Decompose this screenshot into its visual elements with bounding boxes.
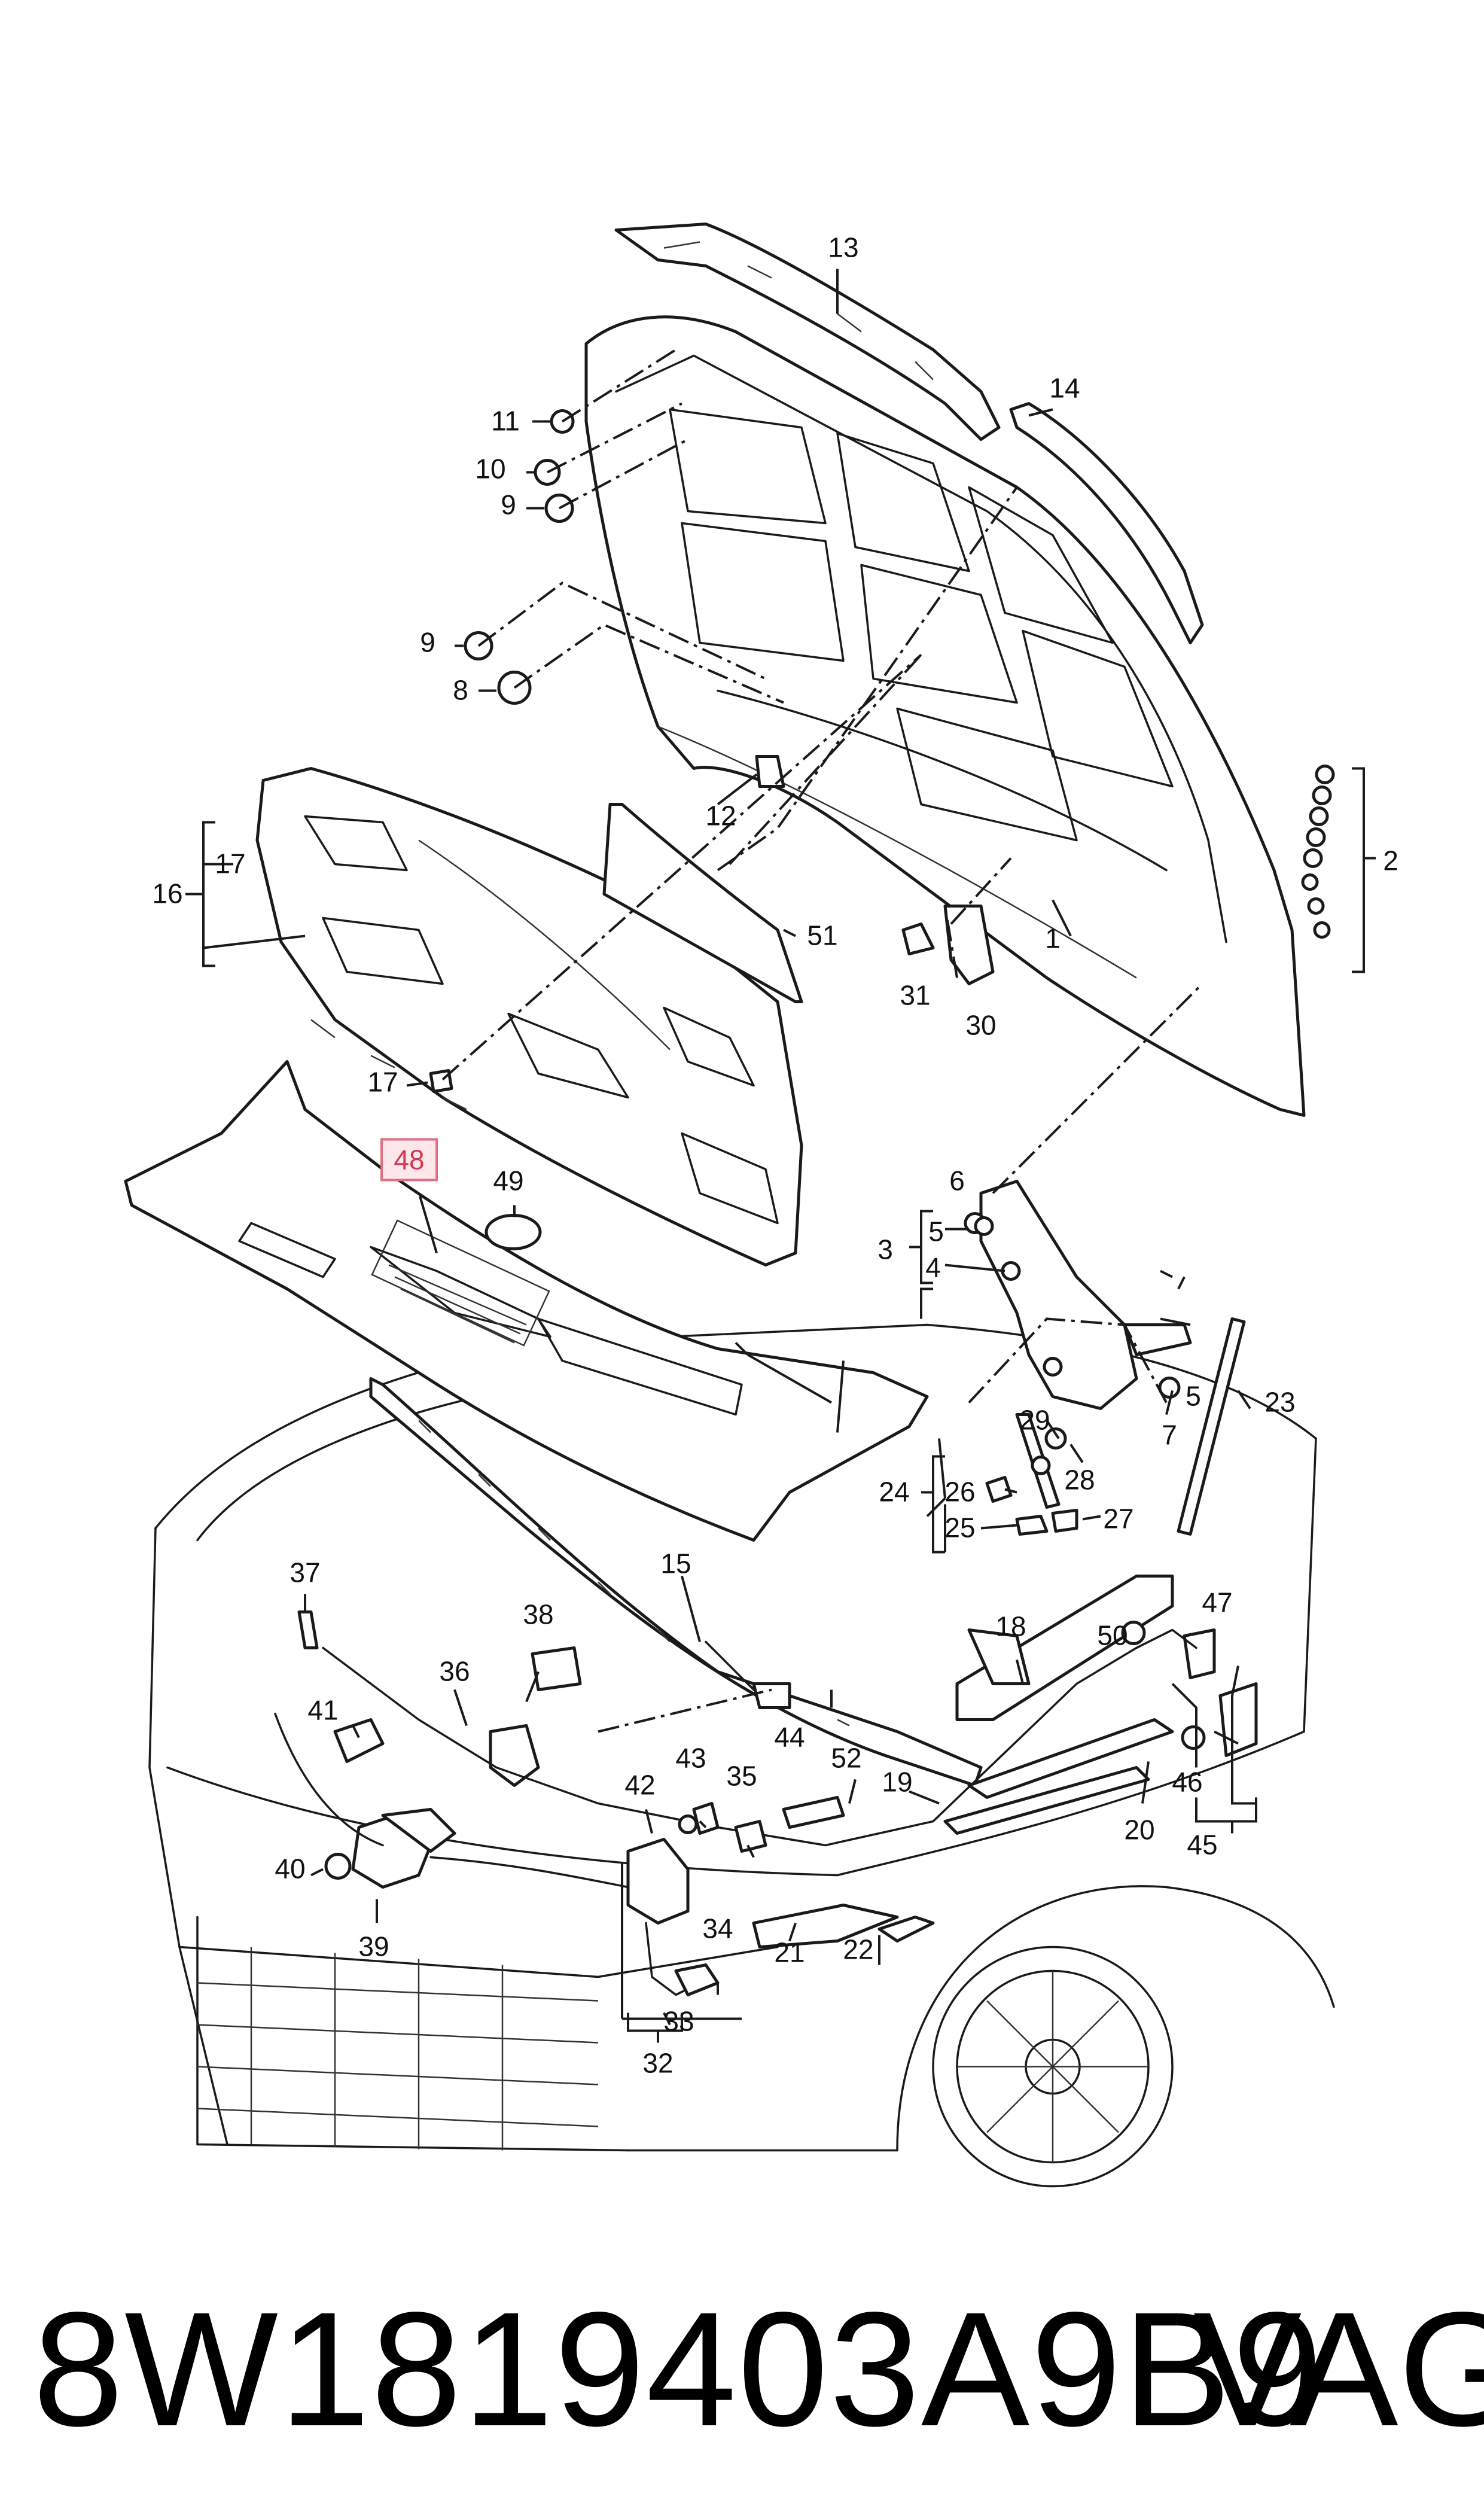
- seal-strip-15-detail: [418, 1420, 850, 1727]
- callout-9b: 9: [420, 627, 435, 658]
- callout-17b: 17: [367, 1067, 398, 1098]
- callout-8: 8: [453, 675, 468, 706]
- callout-31: 31: [900, 980, 930, 1011]
- callout-48-box: [380, 1138, 438, 1182]
- callout-13: 13: [828, 232, 858, 263]
- callout-32: 32: [642, 2048, 673, 2079]
- callout-33: 33: [663, 2006, 694, 2037]
- callout-43: 43: [675, 1743, 706, 1774]
- callout-6: 6: [949, 1165, 965, 1196]
- bonnet-insulation: [255, 767, 803, 1266]
- callout-49: 49: [493, 1165, 523, 1196]
- callout-9a: 9: [501, 489, 516, 520]
- callout-48: 48: [394, 1144, 424, 1176]
- callout-42: 42: [624, 1770, 655, 1801]
- seal-strip-13: [614, 223, 1001, 441]
- callout-29: 29: [1019, 1405, 1050, 1436]
- callout-3: 3: [877, 1234, 893, 1265]
- plenum-panel-48: [124, 1060, 929, 1542]
- callout-5a: 5: [928, 1216, 944, 1247]
- callout-40: 40: [275, 1853, 305, 1884]
- grouping-brackets: [185, 767, 1376, 2043]
- callout-37: 37: [290, 1557, 320, 1588]
- assembly-lines: [441, 348, 1203, 1733]
- callout-25: 25: [944, 1512, 975, 1543]
- callout-15: 15: [660, 1548, 691, 1579]
- callout-16: 16: [152, 878, 182, 909]
- callout-26: 26: [944, 1476, 975, 1508]
- callout-5b: 5: [1186, 1381, 1201, 1412]
- gas-strut-23: [1177, 1317, 1246, 1536]
- callout-41: 41: [307, 1695, 338, 1726]
- manufacturer-label: VAG: [1193, 2278, 1484, 2460]
- callout-1: 1: [1045, 923, 1061, 954]
- seal-strip-14: [1009, 402, 1204, 644]
- callout-44: 44: [774, 1722, 805, 1753]
- bonnet-hinge-3: [964, 1180, 1192, 1410]
- callout-51: 51: [807, 920, 837, 951]
- callout-30: 30: [965, 1010, 996, 1041]
- leader-lines: [202, 269, 1256, 2026]
- seal-strip-13-detail: [663, 241, 934, 380]
- callout-11: 11: [491, 406, 520, 437]
- callout-7: 7: [1162, 1420, 1177, 1451]
- callout-2: 2: [1383, 845, 1398, 876]
- callout-45: 45: [1187, 1829, 1217, 1861]
- lock-assembly: [274, 1575, 1258, 1996]
- callout-19: 19: [882, 1767, 912, 1798]
- callout-46: 46: [1172, 1767, 1202, 1798]
- callout-14: 14: [1049, 373, 1080, 404]
- callout-35: 35: [726, 1761, 757, 1792]
- small-hardware: [324, 409, 1335, 1880]
- car-body-outline: [148, 1323, 1335, 2188]
- callout-24: 24: [879, 1476, 909, 1508]
- callout-39: 39: [358, 1931, 389, 1962]
- callout-4: 4: [925, 1252, 941, 1283]
- callout-20: 20: [1124, 1814, 1154, 1846]
- part-number: 8W1819403A9B9: [33, 2278, 1324, 2460]
- callout-34: 34: [702, 1913, 733, 1944]
- callout-27: 27: [1103, 1503, 1133, 1534]
- highlighted-callout-48[interactable]: 48: [380, 1138, 438, 1182]
- callout-22: 22: [843, 1934, 873, 1965]
- seal-strip-15: [369, 1377, 983, 1787]
- callout-36: 36: [439, 1656, 470, 1687]
- callout-28: 28: [1064, 1464, 1095, 1496]
- callout-10: 10: [475, 453, 505, 485]
- callout-38: 38: [523, 1599, 553, 1630]
- callout-18: 18: [995, 1611, 1026, 1642]
- seal-51: [602, 803, 803, 1003]
- callout-23: 23: [1264, 1387, 1295, 1418]
- callout-52: 52: [831, 1743, 861, 1774]
- callout-12: 12: [705, 800, 736, 832]
- callout-21: 21: [774, 1937, 805, 1968]
- callout-17a: 17: [215, 848, 245, 879]
- callout-47: 47: [1202, 1587, 1232, 1618]
- caption-bar: 8W1819403A9B9 VAG: [0, 2255, 1484, 2483]
- callout-50: 50: [1097, 1620, 1128, 1651]
- callout-labels: 1 2 3 4 5 5 6 7 8 9 9 10 11 12 13 14 15 …: [152, 232, 1398, 2079]
- bonnet-hood: [584, 315, 1306, 1117]
